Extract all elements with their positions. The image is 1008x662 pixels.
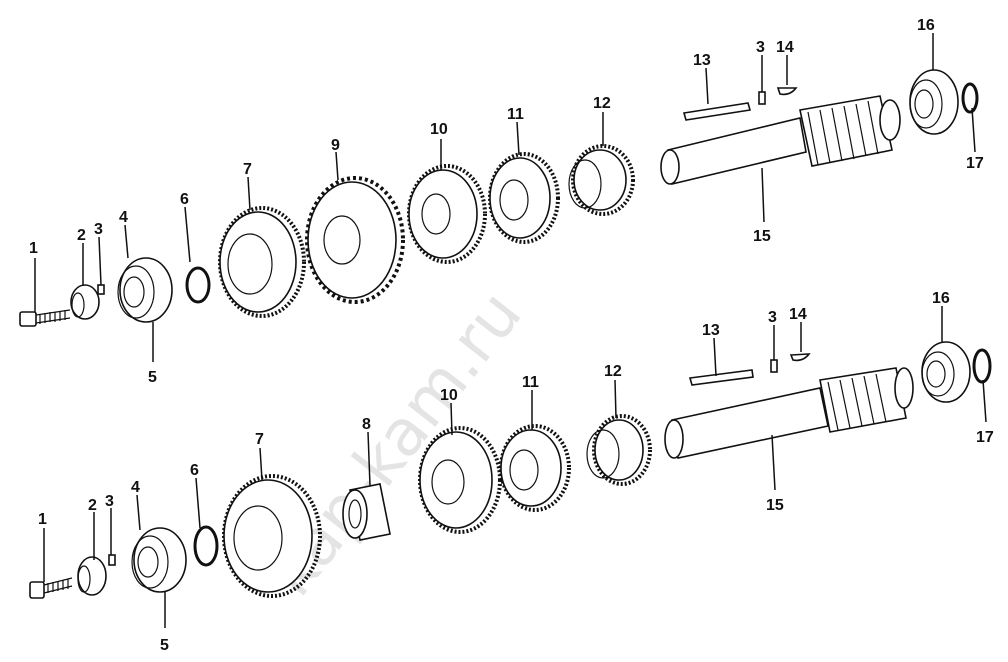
part-label: 3 (756, 39, 765, 56)
part-label: 4 (119, 209, 128, 226)
part-label: 6 (180, 191, 189, 208)
part-label: 2 (77, 227, 86, 244)
part-label: 7 (255, 431, 264, 448)
gear-part (499, 424, 571, 512)
bearing-part (131, 527, 187, 593)
shaft-part (664, 367, 914, 459)
key-part (682, 102, 752, 121)
part-label: 4 (131, 479, 140, 496)
part-label: 1 (29, 240, 38, 257)
gear-part (305, 176, 405, 304)
part-label: 6 (190, 462, 199, 479)
part-label: 11 (507, 106, 524, 123)
part-label: 2 (88, 497, 97, 514)
snap-ring-part (972, 348, 992, 384)
pin-part (108, 554, 116, 566)
part-label: 12 (593, 95, 611, 112)
snap-ring-part (185, 266, 211, 304)
woodruff-key-part (789, 353, 811, 362)
part-label: 1 (38, 511, 47, 528)
part-label: 14 (776, 39, 794, 56)
part-label: 17 (966, 155, 984, 172)
part-label: 14 (789, 306, 807, 323)
assembly-bottom: 1 2 3 4 5 6 7 8 10 11 12 13 3 14 15 16 1… (29, 290, 994, 654)
part-label: 13 (702, 322, 720, 339)
part-label: 13 (693, 52, 711, 69)
part-label: 3 (105, 493, 114, 510)
part-label: 5 (160, 637, 169, 654)
gear-part (568, 144, 635, 216)
assembly-top: 1 2 3 4 5 6 7 9 10 11 12 13 3 14 15 16 1… (19, 17, 984, 386)
part-label: 5 (148, 369, 157, 386)
gear-part (222, 474, 322, 598)
part-label: 16 (917, 17, 935, 34)
pin-part (97, 284, 105, 295)
bearing-part (921, 341, 971, 403)
part-label: 12 (604, 363, 622, 380)
gear-part (488, 152, 560, 244)
part-label: 15 (753, 228, 771, 245)
pin-part (770, 359, 778, 373)
bolt-part (29, 577, 73, 599)
part-label: 10 (440, 387, 458, 404)
key-part (688, 369, 754, 386)
part-label: 3 (768, 309, 777, 326)
snap-ring-part (193, 525, 219, 567)
snap-ring-part (961, 82, 979, 114)
part-label: 17 (976, 429, 994, 446)
part-label: 3 (94, 221, 103, 238)
part-label: 11 (522, 374, 539, 391)
bearing-part (117, 257, 173, 323)
washer-part (77, 556, 107, 596)
part-label: 10 (430, 121, 448, 138)
gear-part (218, 206, 306, 318)
gear-part (586, 414, 652, 486)
woodruff-key-part (776, 87, 798, 96)
gear-part (418, 426, 502, 534)
part-label: 7 (243, 161, 252, 178)
part-label: 8 (362, 416, 371, 433)
gear-part (407, 164, 487, 264)
part-label: 15 (766, 497, 784, 514)
bearing-part (909, 69, 959, 135)
washer-part (70, 284, 100, 320)
shaft-part (660, 95, 901, 185)
pin-part (758, 91, 766, 105)
part-label: 9 (331, 137, 340, 154)
part-label: 16 (932, 290, 950, 307)
bolt-part (19, 309, 71, 327)
